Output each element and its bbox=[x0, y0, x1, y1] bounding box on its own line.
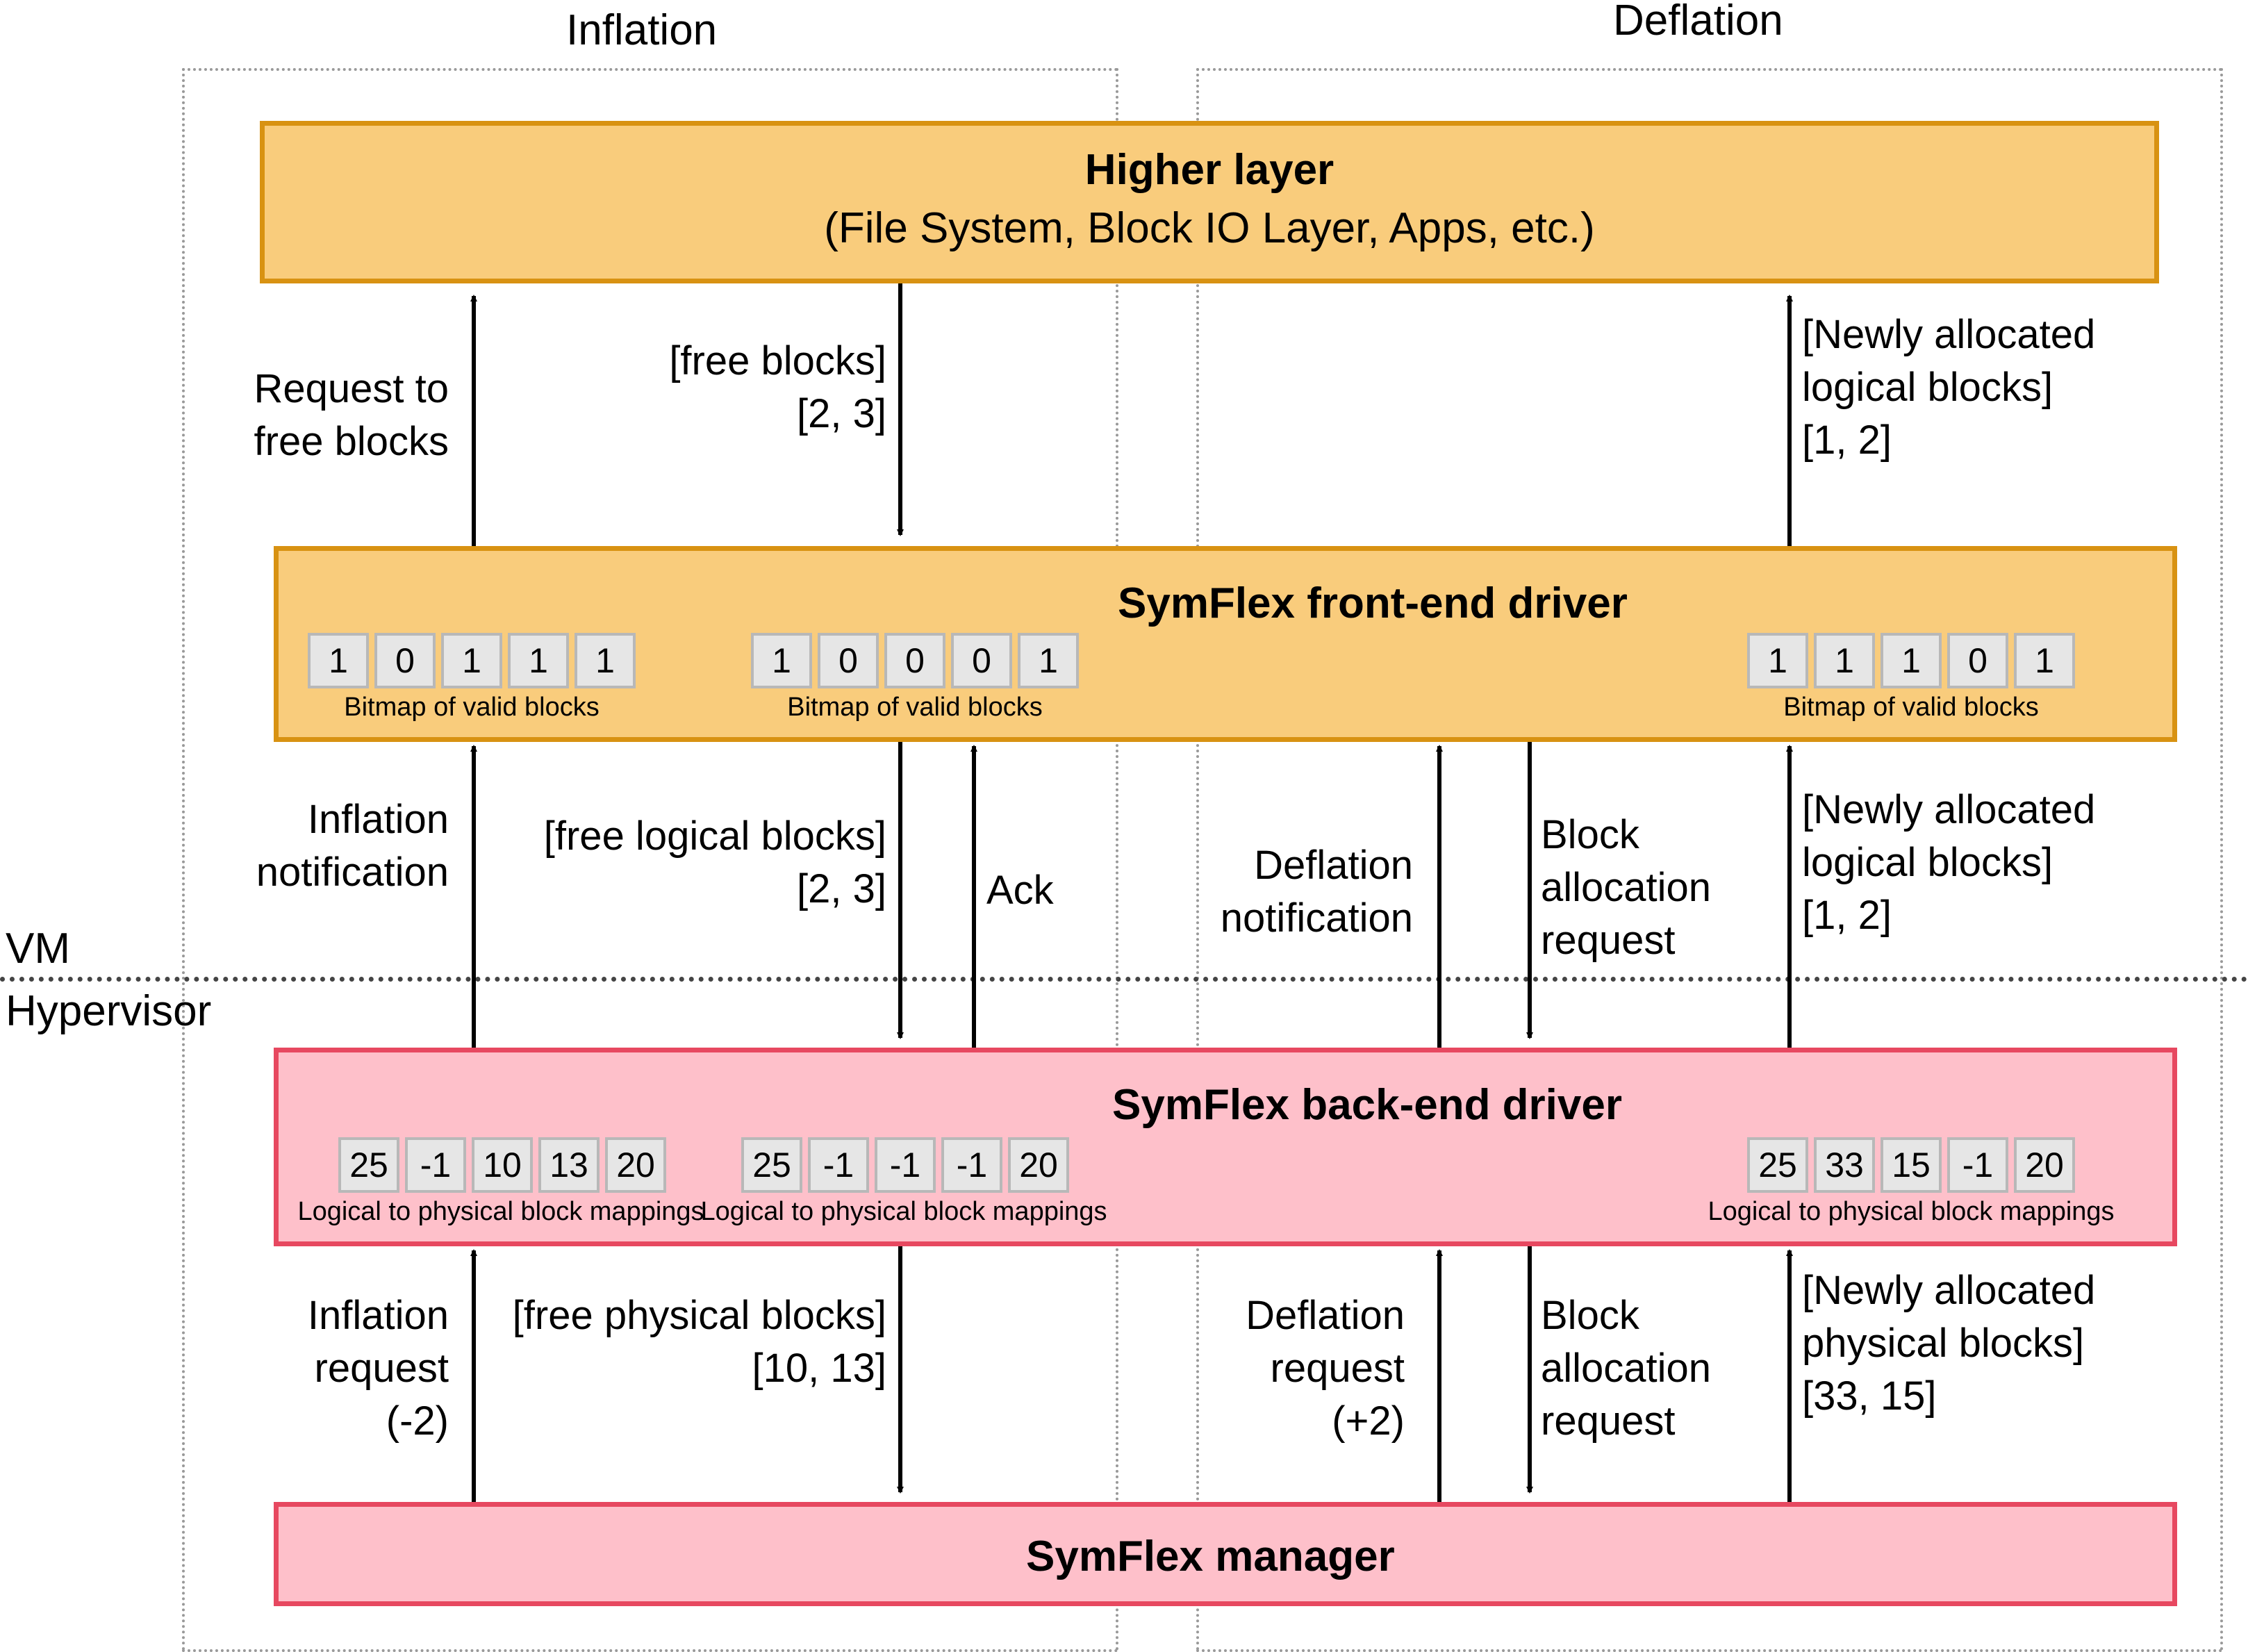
inflation-region bbox=[182, 68, 1118, 1652]
mapping-caption: Logical to physical block mappings bbox=[297, 1197, 704, 1226]
higher-layer-title: Higher layer bbox=[1084, 146, 1334, 194]
mapping-cell: 13 bbox=[538, 1137, 600, 1193]
bitmap-cell: 1 bbox=[751, 633, 812, 688]
bitmap-cell: 1 bbox=[1018, 633, 1079, 688]
label-newly-logical-top: [Newly allocated logical blocks] [1, 2] bbox=[1802, 312, 2096, 463]
symflex-manager-title: SymFlex manager bbox=[1026, 1533, 1395, 1580]
higher-layer-subtitle: (File System, Block IO Layer, Apps, etc.… bbox=[824, 204, 1595, 252]
bitmap-cell: 0 bbox=[884, 633, 945, 688]
bitmap-cell: 0 bbox=[951, 633, 1012, 688]
mapping-cell: 15 bbox=[1881, 1137, 1942, 1193]
label-inflation-request: Inflation request (-2) bbox=[307, 1293, 449, 1444]
deflation-region bbox=[1196, 68, 2223, 1652]
label-ack: Ack bbox=[986, 868, 1054, 913]
mapping-cell: 33 bbox=[1814, 1137, 1875, 1193]
bitmap-cell: 1 bbox=[575, 633, 636, 688]
mapping-cell: -1 bbox=[875, 1137, 936, 1193]
mapping-cell: 25 bbox=[338, 1137, 399, 1193]
mapping-cell: -1 bbox=[808, 1137, 869, 1193]
mapping-cell: -1 bbox=[1947, 1137, 2008, 1193]
mapping-cell: 20 bbox=[2014, 1137, 2075, 1193]
bitmap-cell: 0 bbox=[818, 633, 879, 688]
hypervisor-label: Hypervisor bbox=[6, 987, 212, 1035]
bitmap-caption: Bitmap of valid blocks bbox=[787, 693, 1043, 722]
bitmap-inflation-1: 1 0 1 1 1 bbox=[308, 633, 636, 688]
inflation-title: Inflation bbox=[566, 6, 718, 54]
bitmap-cell: 1 bbox=[1881, 633, 1942, 688]
label-free-logical-blocks: [free logical blocks] [2, 3] bbox=[543, 813, 886, 911]
label-free-blocks: [free blocks] [2, 3] bbox=[669, 338, 886, 436]
front-end-driver-title: SymFlex front-end driver bbox=[1118, 579, 1628, 627]
back-end-driver-box: SymFlex back-end driver 25 -1 10 13 20 L… bbox=[274, 1048, 2177, 1246]
mapping-deflation: 25 33 15 -1 20 bbox=[1747, 1137, 2075, 1193]
mapping-cell: -1 bbox=[405, 1137, 466, 1193]
bitmap-cell: 1 bbox=[1747, 633, 1808, 688]
symflex-manager-box: SymFlex manager bbox=[274, 1502, 2177, 1606]
front-end-driver-box: SymFlex front-end driver 1 0 1 1 1 Bitma… bbox=[274, 546, 2177, 742]
vm-hypervisor-separator bbox=[0, 977, 2248, 982]
bitmap-cell: 1 bbox=[2014, 633, 2075, 688]
mapping-inflation-1: 25 -1 10 13 20 bbox=[338, 1137, 666, 1193]
label-deflation-notification: Deflation notification bbox=[1220, 843, 1413, 941]
bitmap-cell: 1 bbox=[508, 633, 569, 688]
label-block-alloc-bottom: Block allocation request bbox=[1541, 1293, 1712, 1444]
mapping-cell: 20 bbox=[1008, 1137, 1069, 1193]
mapping-caption: Logical to physical block mappings bbox=[1708, 1197, 2115, 1226]
bitmap-cell: 0 bbox=[374, 633, 436, 688]
bitmap-cell: 1 bbox=[1814, 633, 1875, 688]
bitmap-inflation-2: 1 0 0 0 1 bbox=[751, 633, 1079, 688]
bitmap-caption: Bitmap of valid blocks bbox=[344, 693, 600, 722]
label-free-physical-blocks: [free physical blocks] [10, 13] bbox=[512, 1293, 886, 1391]
bitmap-cell: 1 bbox=[308, 633, 369, 688]
higher-layer-box: Higher layer (File System, Block IO Laye… bbox=[260, 121, 2159, 283]
label-deflation-request: Deflation request (+2) bbox=[1246, 1293, 1405, 1444]
bitmap-cell: 1 bbox=[441, 633, 502, 688]
vm-label: VM bbox=[6, 925, 70, 973]
label-inflation-notification: Inflation notification bbox=[256, 797, 449, 895]
mapping-cell: 25 bbox=[741, 1137, 802, 1193]
deflation-title: Deflation bbox=[1613, 0, 1783, 44]
mapping-caption: Logical to physical block mappings bbox=[700, 1197, 1107, 1226]
mapping-cell: 10 bbox=[472, 1137, 533, 1193]
label-newly-logical-mid: [Newly allocated logical blocks] [1, 2] bbox=[1802, 787, 2096, 938]
mapping-cell: -1 bbox=[941, 1137, 1002, 1193]
mapping-inflation-2: 25 -1 -1 -1 20 bbox=[741, 1137, 1069, 1193]
bitmap-caption: Bitmap of valid blocks bbox=[1783, 693, 2039, 722]
bitmap-deflation: 1 1 1 0 1 bbox=[1747, 633, 2075, 688]
mapping-cell: 25 bbox=[1747, 1137, 1808, 1193]
mapping-cell: 20 bbox=[605, 1137, 666, 1193]
label-newly-physical: [Newly allocated physical blocks] [33, 1… bbox=[1802, 1268, 2096, 1419]
label-request-to-free: Request to free blocks bbox=[254, 366, 449, 464]
label-block-alloc-mid: Block allocation request bbox=[1541, 812, 1712, 963]
back-end-driver-title: SymFlex back-end driver bbox=[1112, 1081, 1622, 1129]
bitmap-cell: 0 bbox=[1947, 633, 2008, 688]
